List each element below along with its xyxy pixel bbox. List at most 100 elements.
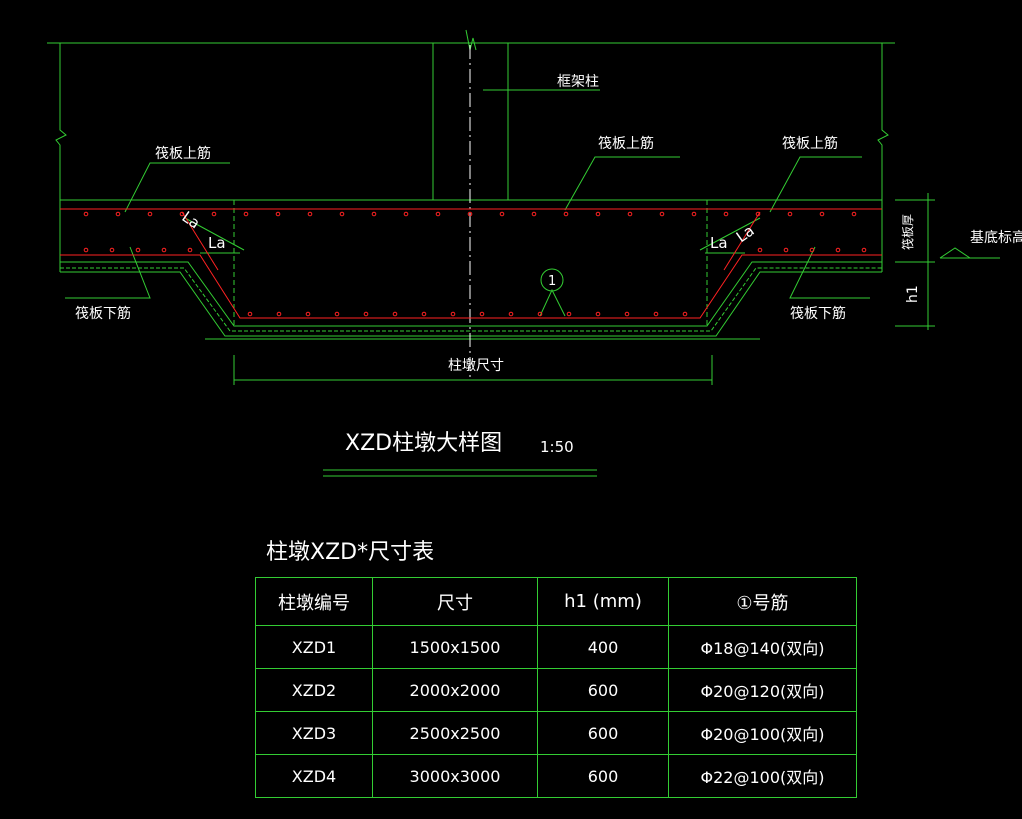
leader-top-center: [564, 156, 680, 211]
rebar-section-dot: [83, 247, 89, 253]
leader-bottom-left: [65, 246, 151, 299]
label-column: 框架柱: [557, 74, 599, 90]
rebar-section-dot: [659, 211, 665, 217]
label-top-bar-center: 筏板上筋: [598, 135, 654, 152]
label-top-bar-left: 筏板上筋: [155, 145, 211, 162]
rebar-section-dot: [627, 211, 633, 217]
drawing-title: XZD柱墩大样图: [345, 431, 503, 456]
rebar-section-dot: [403, 211, 409, 217]
rebar-section-dot: [508, 311, 514, 317]
rebar-section-dot: [757, 247, 763, 253]
cell-size: 1500x1500: [372, 625, 538, 669]
rebar-section-dot: [595, 211, 601, 217]
rebar-section-dot: [563, 211, 569, 217]
rebar-section-dot: [450, 311, 456, 317]
rebar-section-dot: [861, 247, 867, 253]
left-break-line: [55, 43, 67, 200]
label-la-left: La: [208, 234, 226, 252]
cell-h1: 600: [537, 711, 669, 755]
leader-bottom-right: [789, 246, 870, 299]
leader-circle: [539, 288, 566, 317]
label-la-left-slant: La: [179, 208, 204, 233]
header-id: 柱墩编号: [255, 577, 373, 626]
la-right-line: [699, 217, 761, 251]
rebar-section-dot: [499, 211, 505, 217]
rebar-section-dot: [566, 311, 572, 317]
rebar-section-dot: [537, 311, 543, 317]
rebar-section-dot: [135, 247, 141, 253]
size-table: 柱墩编号 尺寸 h1 (mm) ①号筋 XZD1 1500x1500 400 Φ…: [255, 577, 857, 798]
rebar-slant-right: [723, 211, 761, 271]
rebar-section-dot: [787, 211, 793, 217]
cell-size: 2500x2500: [372, 711, 538, 755]
drawing-scale: 1:50: [540, 438, 574, 456]
rebar-section-dot: [467, 211, 473, 217]
rebar-1-circle: [540, 268, 564, 292]
rebar-slant-left: [181, 211, 219, 271]
rebar-section-dot: [392, 311, 398, 317]
rebar-section-dot: [682, 311, 688, 317]
leader-top-left: [124, 162, 230, 213]
rebar-dots: [83, 211, 867, 317]
label-foundation-level: 基底标高: [970, 229, 1022, 246]
table-row: XZD1 1500x1500 400 Φ18@140(双向): [255, 625, 857, 669]
cell-h1: 400: [537, 625, 669, 669]
rebar-section-dot: [339, 211, 345, 217]
pier-bottom-outline: [60, 261, 882, 327]
foundation-level-marker: [939, 247, 971, 259]
label-bottom-bar-right: 筏板下筋: [790, 305, 846, 322]
cell-rebar: Φ20@100(双向): [668, 711, 857, 755]
rebar-section-dot: [479, 311, 485, 317]
label-raft-thickness: 筏板厚: [901, 214, 915, 250]
rebar-section-dot: [147, 211, 153, 217]
cell-id: XZD2: [255, 668, 373, 712]
header-rebar: ①号筋: [668, 577, 857, 626]
table-header-row: 柱墩编号 尺寸 h1 (mm) ①号筋: [255, 577, 857, 626]
rebar-section-dot: [595, 311, 601, 317]
cell-id: XZD1: [255, 625, 373, 669]
rebar-section-dot: [755, 211, 761, 217]
label-circle-num: 1: [548, 274, 556, 289]
cell-h1: 600: [537, 754, 669, 798]
cell-id: XZD4: [255, 754, 373, 798]
la-left-line: [184, 217, 245, 251]
rebar-section-dot: [109, 247, 115, 253]
rebar-section-dot: [783, 247, 789, 253]
rebar-section-dot: [835, 247, 841, 253]
header-h1: h1 (mm): [537, 577, 669, 626]
cushion-hatch: [60, 267, 882, 332]
rebar-section-dot: [276, 311, 282, 317]
cell-size: 2000x2000: [372, 668, 538, 712]
raft-bottom-rebar: [60, 254, 882, 319]
cell-id: XZD3: [255, 711, 373, 755]
table-row: XZD2 2000x2000 600 Φ20@120(双向): [255, 668, 857, 712]
cell-rebar: Φ18@140(双向): [668, 625, 857, 669]
leader-top-right: [769, 156, 862, 213]
rebar-section-dot: [83, 211, 89, 217]
rebar-section-dot: [421, 311, 427, 317]
rebar-section-dot: [691, 211, 697, 217]
table-title: 柱墩XZD*尺寸表: [266, 540, 435, 565]
rebar-section-dot: [334, 311, 340, 317]
rebar-section-dot: [115, 211, 121, 217]
label-pier-size: 柱墩尺寸: [448, 358, 504, 374]
label-bottom-bar-left: 筏板下筋: [75, 305, 131, 322]
rebar-section-dot: [435, 211, 441, 217]
table-row: XZD4 3000x3000 600 Φ22@100(双向): [255, 754, 857, 798]
cell-size: 3000x3000: [372, 754, 538, 798]
rebar-section-dot: [809, 247, 815, 253]
rebar-section-dot: [653, 311, 659, 317]
table-row: XZD3 2500x2500 600 Φ20@100(双向): [255, 711, 857, 755]
cell-h1: 600: [537, 668, 669, 712]
rebar-section-dot: [179, 211, 185, 217]
rebar-section-dot: [247, 311, 253, 317]
rebar-section-dot: [723, 211, 729, 217]
right-break-line: [877, 43, 889, 200]
rebar-section-dot: [819, 211, 825, 217]
column-break-mark: [465, 29, 477, 51]
label-h1: h1: [905, 285, 921, 303]
rebar-section-dot: [307, 211, 313, 217]
cell-rebar: Φ20@120(双向): [668, 668, 857, 712]
rebar-section-dot: [624, 311, 630, 317]
